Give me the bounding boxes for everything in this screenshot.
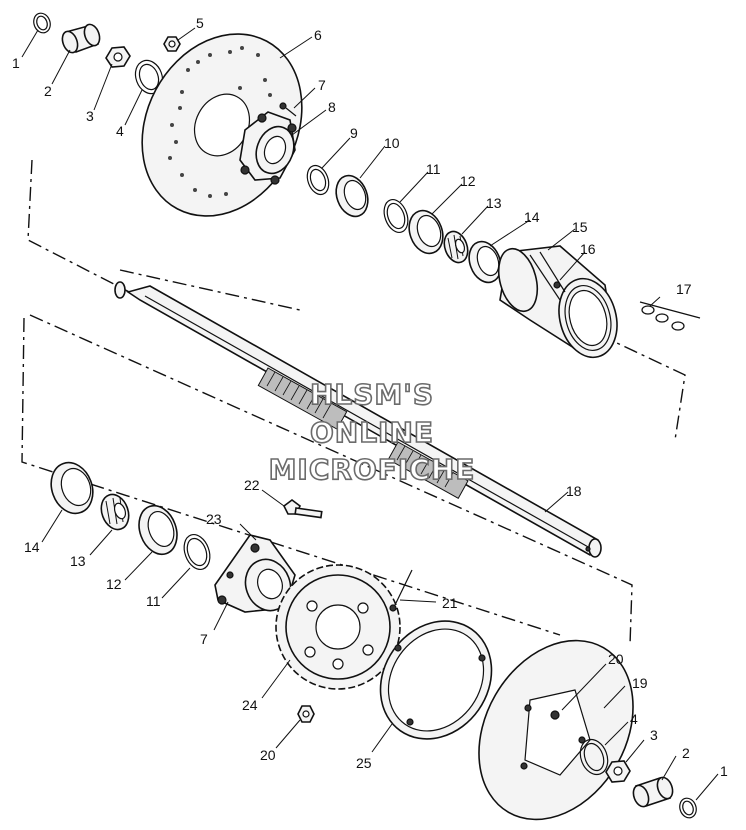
callout-11-top: 11 [426, 161, 441, 177]
axle-shaft [114, 281, 602, 558]
callout-7-top: 7 [318, 77, 326, 93]
callout-1-top: 1 [12, 55, 20, 71]
callout-5: 5 [196, 15, 204, 31]
callout-17: 17 [676, 281, 692, 297]
callout-24: 24 [242, 697, 258, 713]
callout-20-left: 20 [260, 747, 276, 763]
bearing-race-top [408, 209, 444, 255]
small-nut-part [163, 36, 181, 52]
watermark-line-2: ONLINE [310, 416, 434, 449]
watermark-line-1: HLSM'S [310, 378, 434, 411]
callout-8: 8 [328, 99, 336, 115]
callout-2-top: 2 [44, 83, 52, 99]
nut-part [105, 46, 131, 68]
callout-25: 25 [356, 755, 372, 771]
retaining-ring-top [306, 164, 330, 196]
hub-bolt-part [279, 102, 297, 117]
sprocket-bolt [389, 569, 413, 612]
callout-19: 19 [632, 675, 648, 691]
assembly-guide-lines [21, 159, 686, 646]
callout-6: 6 [314, 27, 322, 43]
callout-1-bottom: 1 [720, 763, 728, 779]
spacer-bottom [632, 776, 674, 808]
callout-15: 15 [572, 219, 588, 235]
callout-labels: 1 2 3 4 5 6 7 8 9 10 11 12 13 14 15 16 1… [12, 15, 728, 779]
callout-4-bottom: 4 [630, 711, 638, 727]
watermark-line-3: MICROFICHE [269, 453, 476, 486]
watermark: HLSM'S ONLINE MICROFICHE [268, 377, 476, 487]
spacer-part [61, 23, 101, 54]
callout-14-top: 14 [524, 209, 540, 225]
callout-13-bottom: 13 [70, 553, 86, 569]
ring-bottom [183, 533, 211, 571]
callout-3-top: 3 [86, 108, 94, 124]
snap-ring-bottom [679, 797, 697, 819]
callout-16: 16 [580, 241, 596, 257]
callout-14-bottom: 14 [24, 539, 40, 555]
sprocket [275, 564, 401, 690]
snap-ring-part [33, 12, 51, 34]
callout-4-top: 4 [116, 123, 124, 139]
seal-top [335, 174, 369, 218]
bearing-carrier [497, 245, 618, 359]
callout-7-bottom: 7 [200, 631, 208, 647]
callout-3-bottom: 3 [650, 727, 658, 743]
callout-10: 10 [384, 135, 400, 151]
chain-guard-ring [379, 620, 493, 740]
bearing-race-bottom [138, 504, 178, 556]
roller-bearing-bottom [100, 493, 130, 531]
sprocket-hub [214, 534, 296, 613]
callout-18: 18 [566, 483, 582, 499]
callout-22: 22 [244, 477, 260, 493]
callout-13-top: 13 [486, 195, 502, 211]
callout-23: 23 [206, 511, 222, 527]
callout-9: 9 [350, 125, 358, 141]
outer-race-bottom [50, 461, 94, 515]
roller-bearing-top [443, 230, 469, 264]
outer-race-top [468, 240, 502, 284]
hub-top [239, 111, 297, 185]
callout-21: 21 [442, 595, 458, 611]
callout-12-top: 12 [460, 173, 476, 189]
sprocket-nut [297, 705, 315, 723]
callout-12-bottom: 12 [106, 576, 122, 592]
callout-20-right: 20 [608, 651, 624, 667]
washer-bottom [579, 738, 609, 776]
hub-bolt-long [282, 499, 323, 519]
leader-lines [21, 27, 719, 801]
fastener-set [639, 301, 701, 331]
nut-bottom [605, 760, 631, 783]
ring-top [383, 198, 409, 234]
callout-11-bottom: 11 [146, 593, 161, 609]
callout-2-bottom: 2 [682, 745, 690, 761]
brake-disc-top [141, 33, 303, 217]
